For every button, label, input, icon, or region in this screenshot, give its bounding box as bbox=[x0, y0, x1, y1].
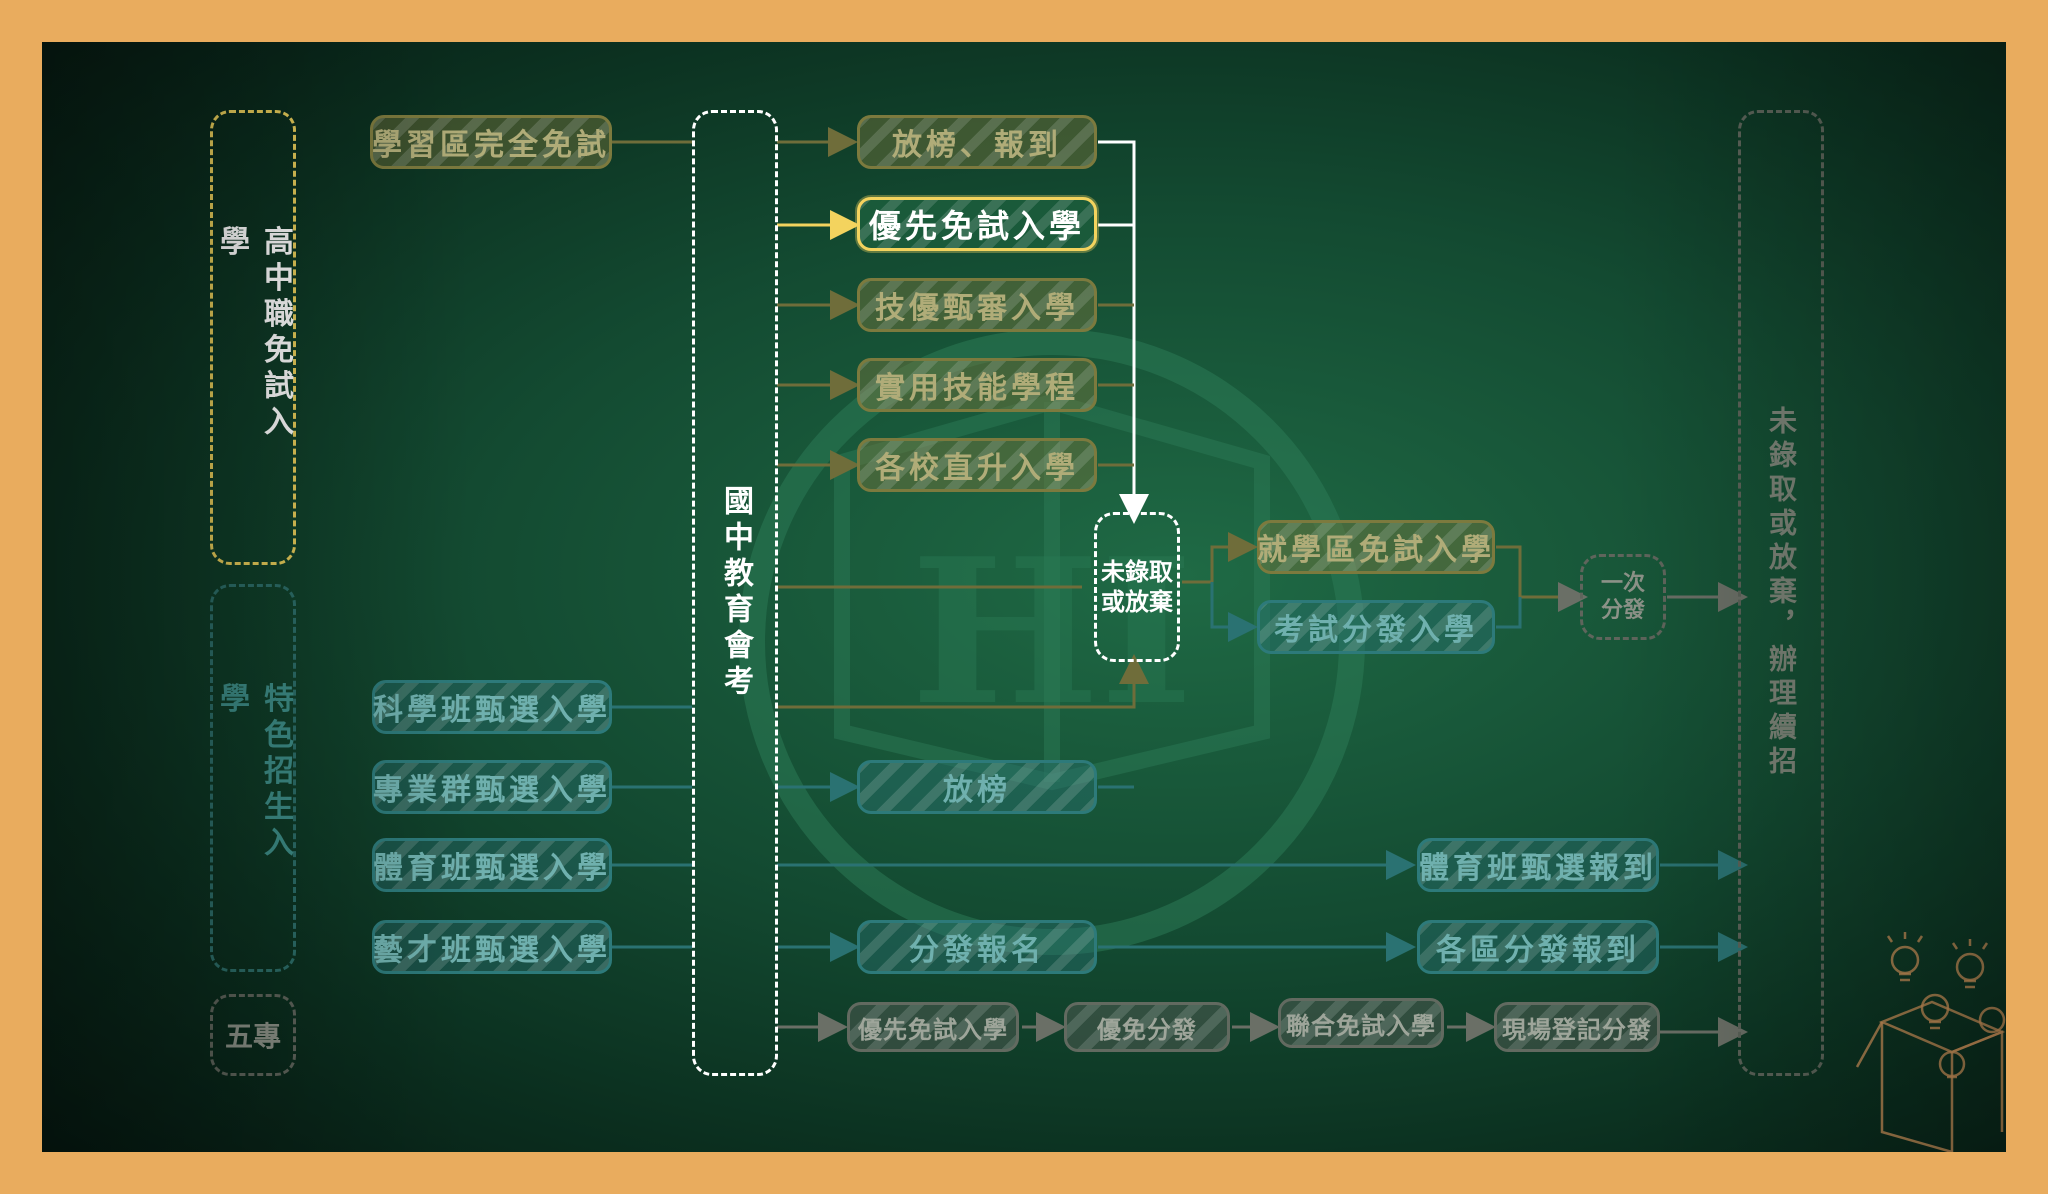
five-year-label: 五專 bbox=[224, 1020, 281, 1053]
single-distribution-line1: 一次 bbox=[1600, 570, 1645, 596]
district-free-box: 學習區完全免試 bbox=[370, 115, 612, 169]
sports-report-box: 體育班甄選報到 bbox=[1417, 838, 1659, 892]
unadmitted-box: 未錄取 或放棄 bbox=[1094, 512, 1180, 662]
priority-free-box[interactable]: 優先免試入學 bbox=[857, 197, 1097, 251]
professional-box: 專業群甄選入學 bbox=[372, 760, 612, 814]
skill-selection-box: 技優甄審入學 bbox=[857, 278, 1097, 332]
svg-text:HI: HI bbox=[911, 515, 1194, 750]
five-priority-box: 優先免試入學 bbox=[847, 1002, 1019, 1052]
practical-skills-box: 實用技能學程 bbox=[857, 358, 1097, 412]
release-report-box: 放榜、報到 bbox=[857, 115, 1097, 169]
science-box: 科學班甄選入學 bbox=[372, 680, 612, 734]
special-column: 特色招生入學 bbox=[210, 584, 296, 972]
five-priority-dist-box: 優免分發 bbox=[1064, 1002, 1230, 1052]
five-year-column: 五專 bbox=[210, 994, 296, 1076]
high-free-label: 高中職免試入學 bbox=[214, 225, 293, 442]
exam-column: 國中教育會考 bbox=[692, 110, 778, 1076]
district-report-box: 各區分發報到 bbox=[1417, 920, 1659, 974]
distribution-reg-box: 分發報名 bbox=[857, 920, 1097, 974]
chalkboard: HI bbox=[42, 42, 2006, 1152]
release-box: 放榜 bbox=[857, 760, 1097, 814]
result-column: 未錄取或放棄，辦理續招 bbox=[1738, 110, 1824, 1076]
five-joint-box: 聯合免試入學 bbox=[1278, 998, 1444, 1048]
arts-box: 藝才班甄選入學 bbox=[372, 920, 612, 974]
unadmitted-line2: 或放棄 bbox=[1101, 588, 1173, 616]
flow-connectors bbox=[612, 127, 1748, 1047]
result-label: 未錄取或放棄，辦理續招 bbox=[1765, 406, 1798, 780]
district-exam-free-box: 就學區免試入學 bbox=[1257, 520, 1495, 574]
unadmitted-line1: 未錄取 bbox=[1101, 558, 1173, 586]
exam-label: 國中教育會考 bbox=[718, 485, 753, 701]
lightbulb-box-icon bbox=[1855, 932, 2006, 1152]
high-free-column: 高中職免試入學 bbox=[210, 110, 296, 565]
sports-box: 體育班甄選入學 bbox=[372, 838, 612, 892]
single-distribution-line2: 分發 bbox=[1600, 598, 1645, 623]
watermark-logo: HI bbox=[739, 329, 1365, 955]
five-onsite-box: 現場登記分發 bbox=[1494, 1002, 1660, 1052]
exam-distribution-box: 考試分發入學 bbox=[1257, 600, 1495, 654]
direct-admission-box: 各校直升入學 bbox=[857, 438, 1097, 492]
single-distribution-box: 一次 分發 bbox=[1580, 554, 1666, 640]
special-label: 特色招生入學 bbox=[214, 682, 293, 863]
